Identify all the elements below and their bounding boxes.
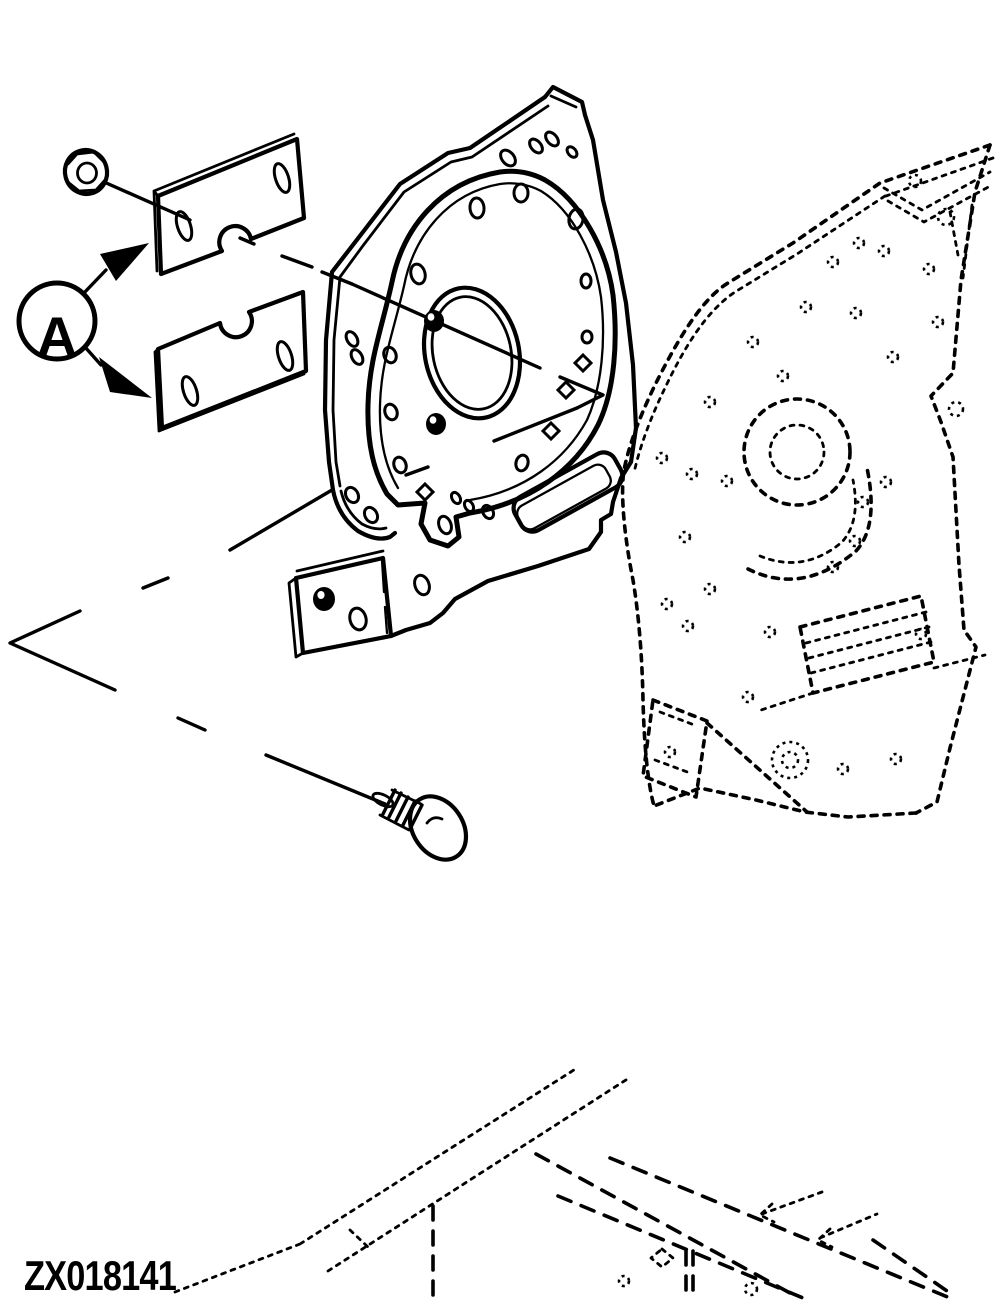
cap-screw: [371, 788, 469, 862]
shim-upper: [152, 132, 307, 277]
plate-dark-holes: [313, 310, 446, 611]
plate-center-bore: [421, 285, 523, 421]
shim-lower: [153, 289, 309, 433]
case-lower-pad: [641, 698, 709, 799]
callout-arrowhead-upper: [100, 243, 149, 281]
direction-arrow-right: [558, 375, 605, 410]
plate-top-tab: [542, 84, 588, 118]
detail-a-callout: A: [16, 243, 152, 398]
case-ribbed-pad: [756, 594, 987, 713]
transmission-case-reference: [620, 143, 995, 819]
case-bolt-holes: [655, 207, 965, 780]
part-number-label: ZX018141: [24, 1252, 177, 1299]
plate-bolt-holes: [343, 130, 594, 632]
assembly-axis-lines: [8, 180, 605, 806]
callout-arrow-shaft-upper: [81, 268, 108, 296]
callout-label: A: [37, 305, 77, 368]
frame-rail-reference: [173, 1066, 952, 1300]
adapter-plate: [287, 84, 639, 659]
callout-circle: [16, 280, 98, 362]
plate-slot: [511, 450, 625, 534]
flange-nut: [62, 147, 110, 197]
plate-raised-face: [365, 168, 618, 549]
callout-arrow-shaft-lower: [83, 345, 103, 367]
direction-arrow-left: [8, 609, 117, 692]
plate-square-punchouts: [414, 352, 594, 503]
callout-arrowhead-lower: [99, 357, 152, 398]
